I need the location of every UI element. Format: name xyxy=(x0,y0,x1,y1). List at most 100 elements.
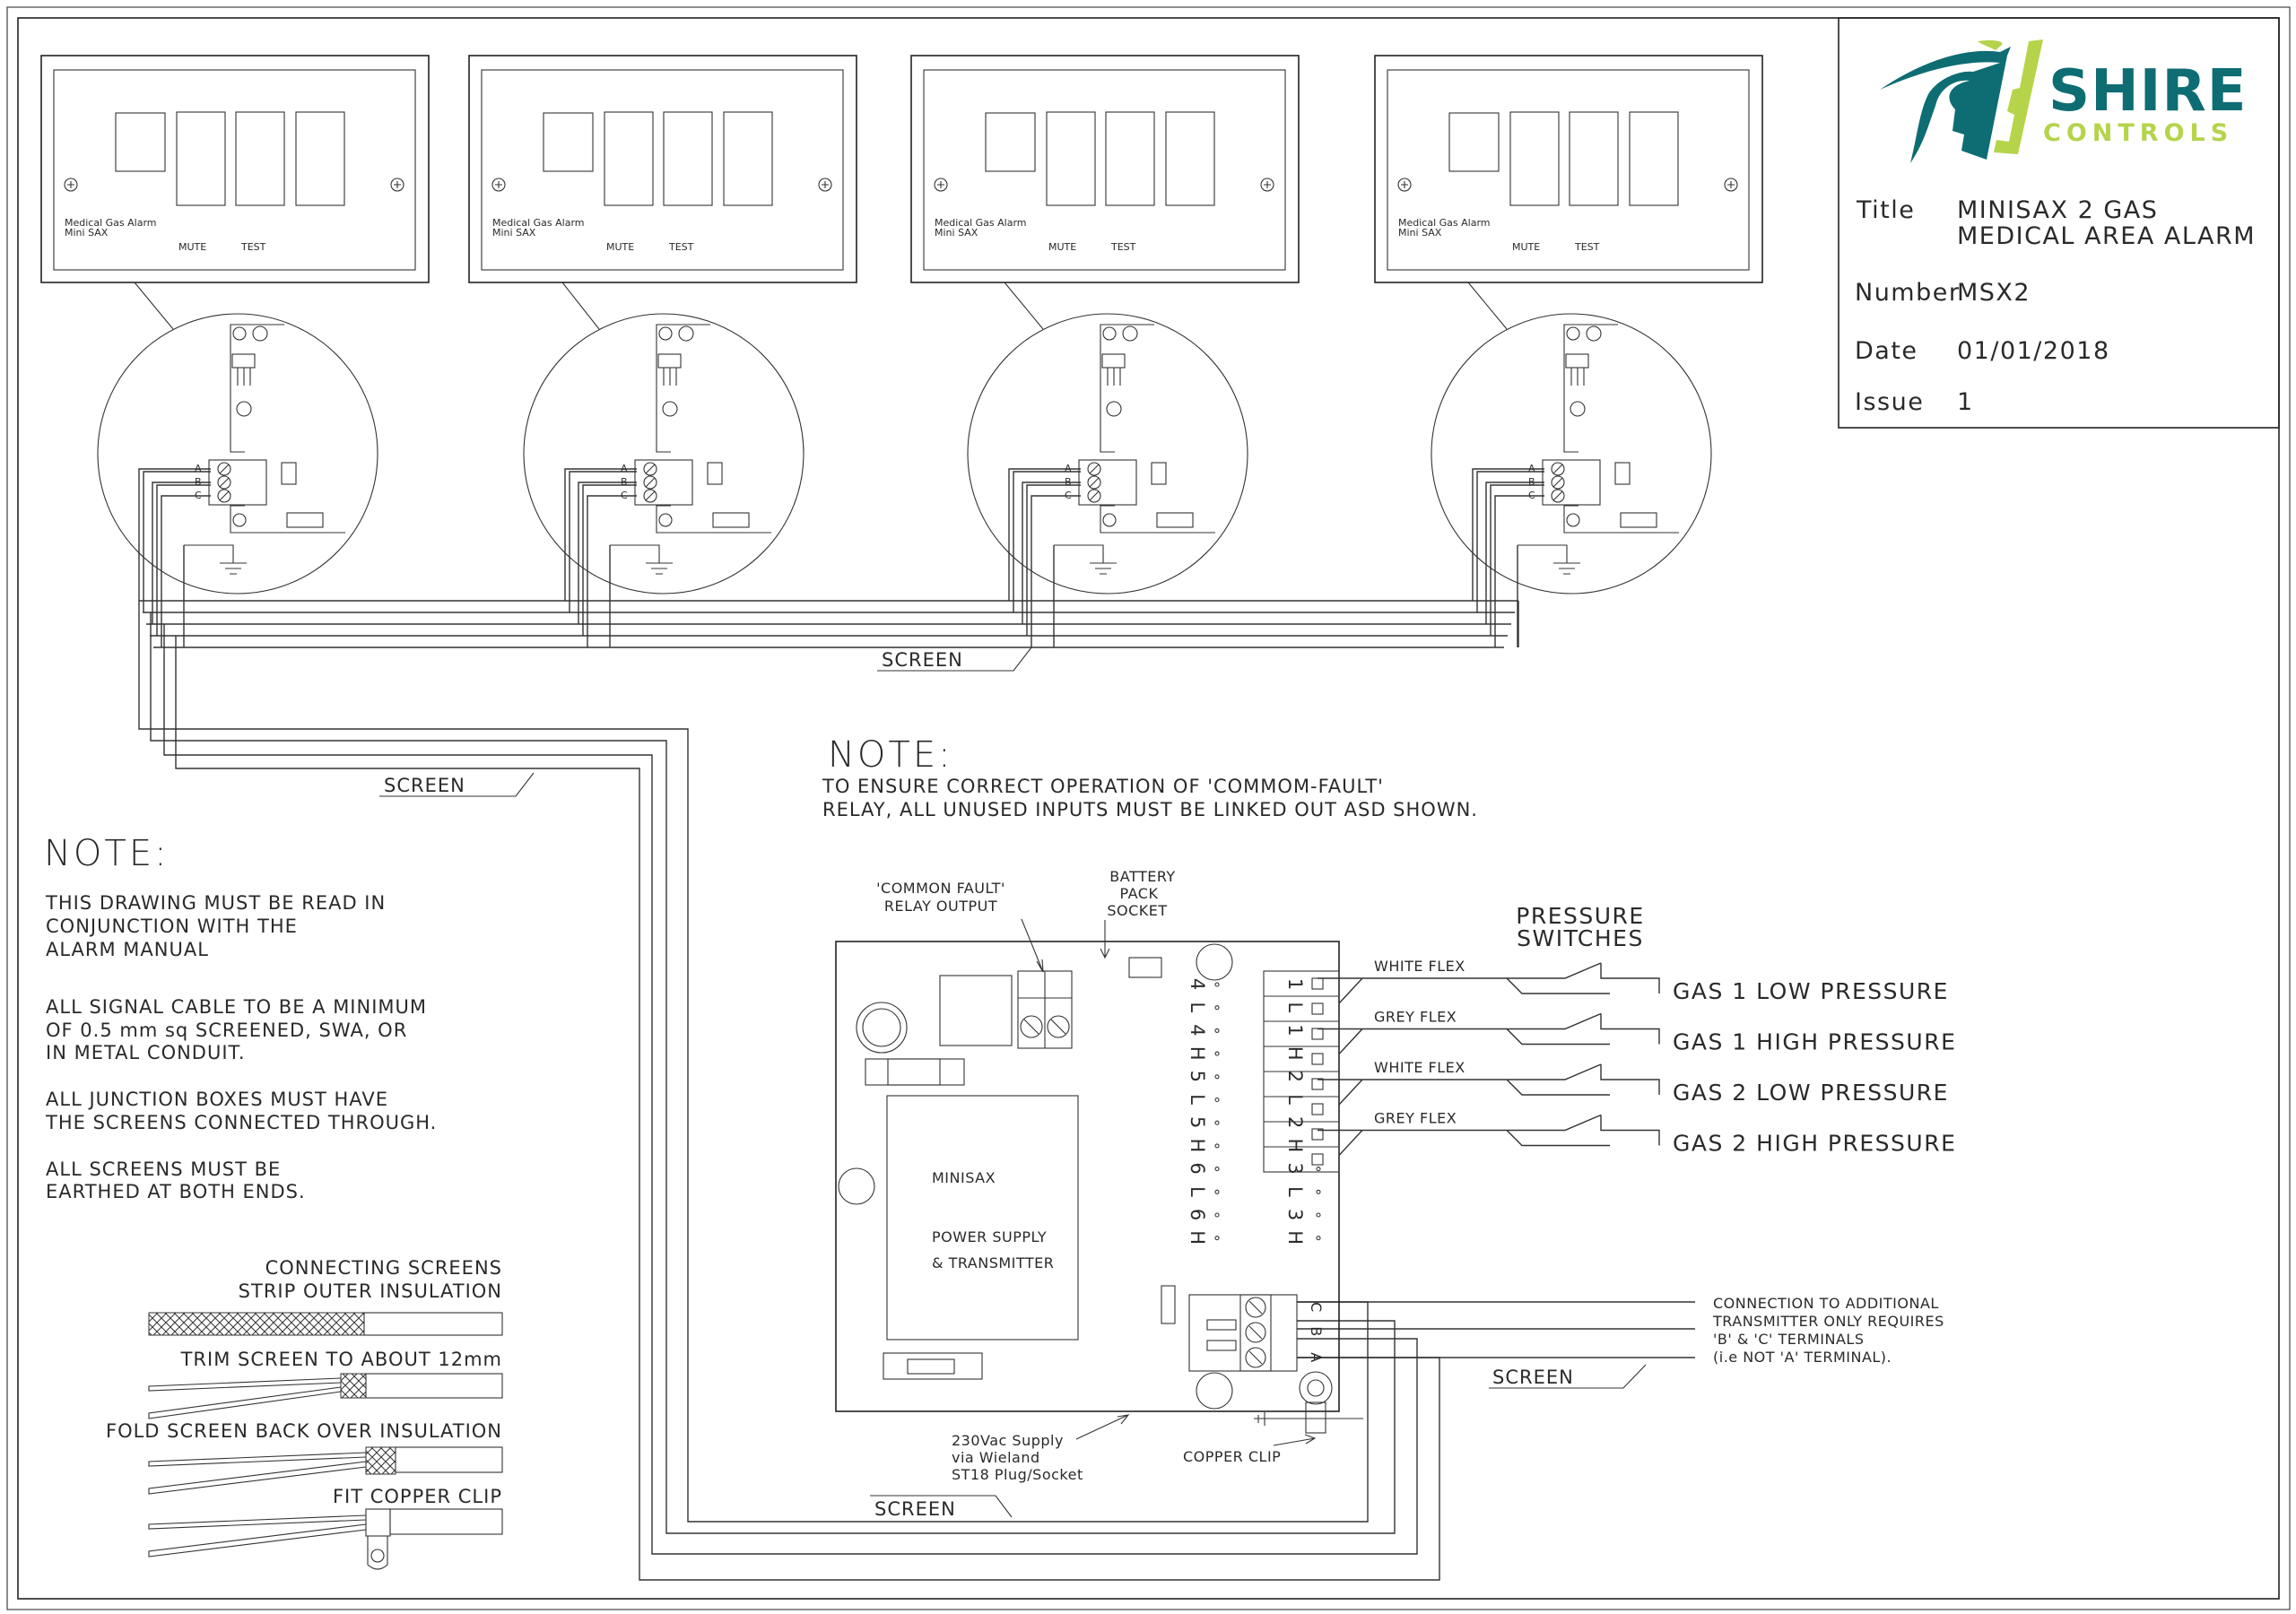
issue-label: Issue xyxy=(1855,388,1924,416)
cable-preparation-steps: CONNECTING SCREENS STRIP OUTER INSULATIO… xyxy=(106,1257,503,1570)
detail-circle xyxy=(1431,313,1712,594)
detail-leader-line xyxy=(1004,282,1044,330)
signal-wire xyxy=(1476,471,1544,612)
note-left-line: THIS DRAWING MUST BE READ IN xyxy=(45,892,386,914)
indicator-button xyxy=(235,111,285,206)
note-center-heading: NOTE: xyxy=(828,734,953,776)
gas-pressure-label: GAS 1 LOW PRESSURE xyxy=(1673,978,1949,1004)
screen-label-text: SCREEN xyxy=(384,775,465,796)
screen-label-text: SCREEN xyxy=(1492,1367,1574,1388)
connector-2-pin xyxy=(1614,462,1631,485)
jumper-header xyxy=(1161,1285,1176,1324)
switch-contact-icon xyxy=(1318,1012,1660,1054)
earth-icon xyxy=(610,544,673,575)
gas-pressure-label: GAS 1 HIGH PRESSURE xyxy=(1673,1029,1956,1055)
terminal-screw-icon xyxy=(1087,489,1101,503)
input-label: 3 xyxy=(1284,1209,1306,1221)
earth-icon xyxy=(184,544,247,575)
switch-contact-icon xyxy=(1318,1114,1660,1156)
led-icon xyxy=(1586,325,1602,342)
pcb-detail-view: ABC xyxy=(1431,282,1712,594)
terminal-screw-icon xyxy=(1087,462,1101,476)
input-label: L xyxy=(1284,1186,1306,1198)
switch-contact-icon xyxy=(1318,1063,1660,1106)
indicator-button xyxy=(1569,111,1619,206)
input-label: 6 xyxy=(1187,1162,1208,1175)
input-label: H xyxy=(1187,1230,1208,1245)
terminal-screw xyxy=(1311,1103,1324,1115)
input-label: H xyxy=(1284,1046,1306,1062)
screw-icon xyxy=(1397,178,1412,192)
copper-clip-arrow xyxy=(1273,1434,1317,1446)
led-icon xyxy=(1122,325,1138,342)
horse-head-logo-icon xyxy=(1880,47,2011,163)
connector-2-pin xyxy=(707,462,723,485)
connector-4-pin xyxy=(712,512,750,528)
input-label: 4 xyxy=(1187,978,1208,991)
indicator-button xyxy=(1105,111,1155,206)
led-icon xyxy=(678,325,694,342)
terminal-screw-icon xyxy=(1087,475,1101,490)
signal-wire xyxy=(1008,468,1081,601)
copper-clip-cable-icon xyxy=(148,1508,503,1570)
panel-label: Medical Gas Alarm xyxy=(65,217,157,229)
input-label: L xyxy=(1187,1002,1208,1013)
signal-wire xyxy=(1485,482,1544,624)
test-label: TEST xyxy=(240,241,266,253)
signal-wire xyxy=(582,484,637,636)
gas-pressure-label: GAS 2 HIGH PRESSURE xyxy=(1673,1131,1956,1157)
detail-circle xyxy=(967,313,1248,594)
fuse xyxy=(887,1058,941,1086)
indicator-button xyxy=(1629,111,1679,206)
terminal-screw-icon xyxy=(1551,489,1565,503)
battery-label-1: BATTERY xyxy=(1109,868,1175,885)
screw-icon xyxy=(1566,326,1580,341)
screen-label-top: SCREEN xyxy=(877,646,1032,672)
cable-step-3: FOLD SCREEN BACK OVER INSULATION xyxy=(106,1420,502,1442)
indicator-button xyxy=(1509,111,1560,206)
terminal-screw-icon xyxy=(643,489,657,503)
cable-step-1-title: CONNECTING SCREENS xyxy=(265,1257,502,1279)
switch-contact-icon xyxy=(1318,962,1660,1004)
signal-wire xyxy=(1026,484,1081,636)
terminal-screw xyxy=(1311,1078,1324,1090)
terminal-screw-icon xyxy=(643,462,657,476)
mounting-hole xyxy=(1196,1372,1233,1410)
earth-icon xyxy=(1054,544,1117,575)
note-left: NOTE: THIS DRAWING MUST BE READ IN CONJU… xyxy=(44,833,436,1202)
indicator-button xyxy=(604,111,654,206)
note-left-line: CONJUNCTION WITH THE xyxy=(46,915,298,937)
title-label: Title xyxy=(1856,196,1915,224)
connector-2-pin xyxy=(281,462,297,485)
terminal-screw xyxy=(1311,1153,1324,1166)
mute-label: MUTE xyxy=(1048,241,1076,253)
pcb-outline xyxy=(1100,324,1215,534)
relay-output-terminal xyxy=(1017,970,1073,1049)
mute-label: MUTE xyxy=(178,241,206,253)
input-label: 3 xyxy=(1284,1162,1306,1175)
supply-label-1: 230Vac Supply xyxy=(952,1432,1064,1449)
note-line: (i.e NOT 'A' TERMINAL). xyxy=(1713,1349,1892,1366)
logo-word-controls: CONTROLS xyxy=(2043,119,2233,147)
pressure-switches-heading-2: SWITCHES xyxy=(1517,925,1644,951)
earth-icon xyxy=(1518,544,1580,575)
screw-icon xyxy=(658,326,673,341)
detail-leader-line xyxy=(561,282,600,330)
controller-desc-2: & TRANSMITTER xyxy=(932,1254,1054,1271)
battery-label-3: SOCKET xyxy=(1107,902,1167,919)
input-pin xyxy=(1214,1028,1220,1033)
display-window xyxy=(543,112,594,172)
terminal-screw xyxy=(1311,1002,1324,1015)
indicator-button xyxy=(295,111,345,206)
logo-lime-bracket-icon xyxy=(1978,39,2043,154)
date-value: 01/01/2018 xyxy=(1957,337,2110,365)
fuse-holder xyxy=(865,1058,965,1086)
input-pin xyxy=(1316,1167,1321,1172)
detail-leader-line xyxy=(1467,282,1508,330)
terminal-screw xyxy=(1311,977,1324,990)
indicator-button xyxy=(663,111,713,206)
